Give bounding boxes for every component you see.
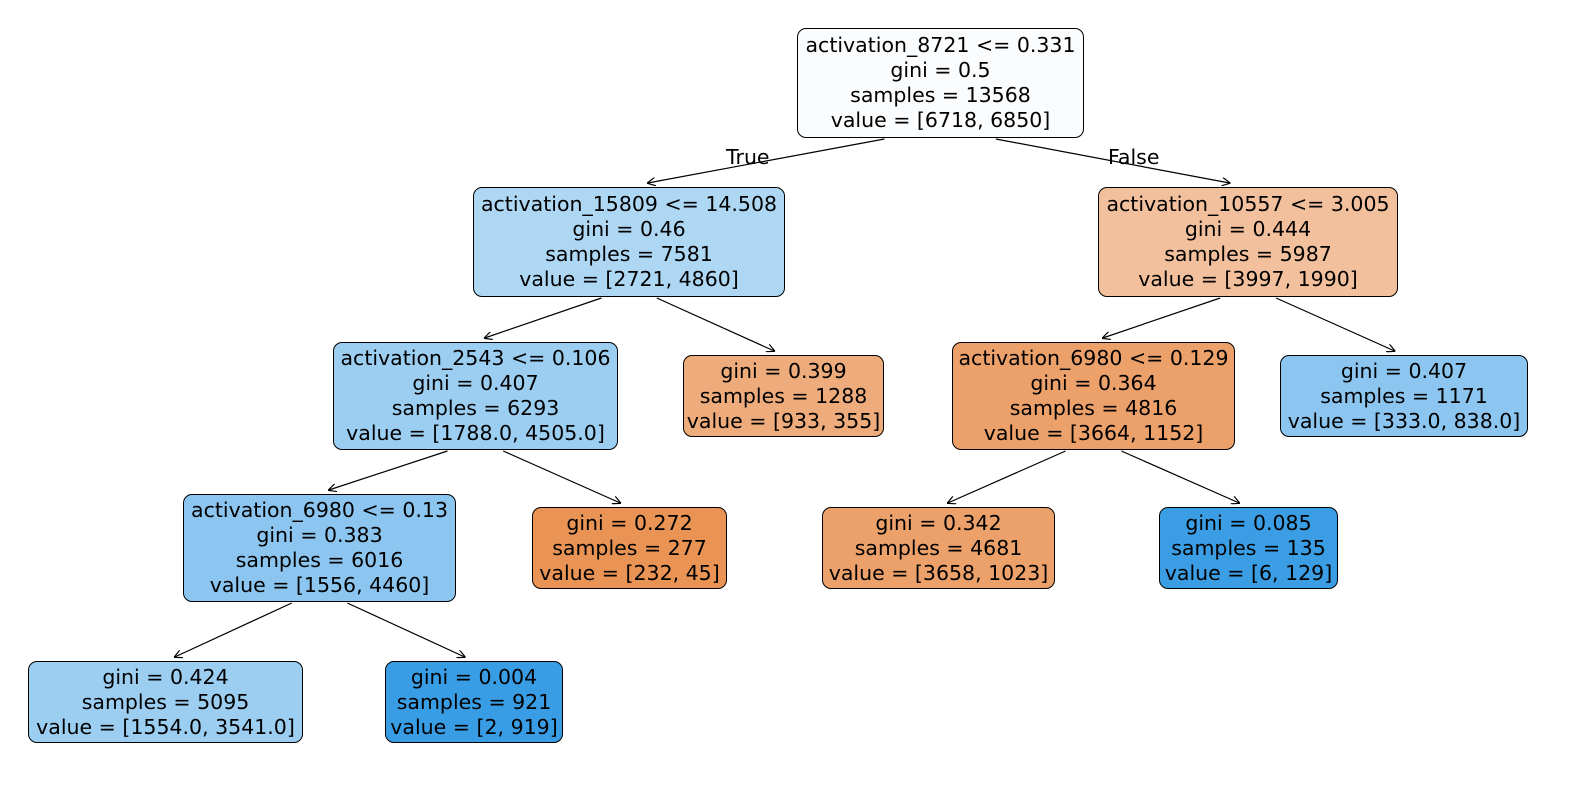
node-samples: samples = 6016	[235, 548, 404, 572]
node-samples: samples = 4816	[1009, 396, 1178, 420]
node-value: value = [1556, 4460]	[209, 573, 430, 597]
node-samples: samples = 5987	[1164, 242, 1332, 266]
tree-edge	[485, 297, 602, 338]
node-value: value = [1788.0, 4505.0]	[346, 421, 605, 445]
node-gini: gini = 0.444	[1184, 217, 1312, 241]
node-samples: samples = 6293	[391, 396, 560, 420]
tree-edge	[1103, 297, 1221, 338]
node-gini: gini = 0.399	[720, 358, 847, 383]
node-gini: gini = 0.46	[572, 217, 686, 241]
node-condition: activation_6980 <= 0.13	[191, 498, 448, 522]
edge-label-false: False	[1108, 145, 1160, 169]
node-gini: gini = 0.407	[412, 371, 539, 395]
tree-edge	[329, 450, 448, 490]
node-value: value = [6, 129]	[1164, 560, 1333, 585]
node-value: value = [2, 919]	[390, 714, 558, 739]
node-gini: gini = 0.407	[1340, 358, 1468, 383]
node-samples: samples = 13568	[850, 83, 1031, 107]
node-condition: activation_10557 <= 3.005	[1106, 192, 1390, 216]
node-samples: samples = 4681	[854, 535, 1023, 560]
node-samples: samples = 135	[1171, 535, 1326, 560]
node-value: value = [3658, 1023]	[828, 560, 1049, 585]
tree-edge	[502, 450, 620, 503]
node-condition: activation_8721 <= 0.331	[805, 33, 1076, 57]
node-samples: samples = 277	[552, 535, 707, 560]
tree-edge	[1121, 450, 1239, 503]
node-samples: samples = 5095	[81, 689, 250, 714]
node-value: value = [232, 45]	[539, 560, 720, 585]
node-value: value = [6718, 6850]	[830, 108, 1051, 132]
node-value: value = [3664, 1152]	[983, 421, 1204, 445]
node-gini: gini = 0.364	[1030, 371, 1157, 395]
tree-edge	[648, 138, 885, 183]
node-condition: activation_15809 <= 14.508	[480, 192, 778, 216]
node-condition: activation_6980 <= 0.129	[958, 346, 1229, 370]
node-gini: gini = 0.5	[890, 58, 991, 82]
node-condition: activation_2543 <= 0.106	[340, 346, 611, 370]
node-samples: samples = 7581	[545, 242, 713, 266]
edge-label-true: True	[726, 145, 770, 169]
tree-edge	[1275, 297, 1395, 351]
node-gini: gini = 0.004	[410, 664, 538, 689]
node-gini: gini = 0.342	[875, 510, 1002, 535]
node-value: value = [2721, 4860]	[519, 267, 739, 291]
node-value: value = [933, 355]	[686, 408, 881, 433]
node-gini: gini = 0.085	[1185, 510, 1312, 535]
node-value: value = [333.0, 838.0]	[1287, 408, 1521, 433]
node-gini: gini = 0.272	[566, 510, 693, 535]
node-value: value = [3997, 1990]	[1138, 267, 1358, 291]
tree-edge	[948, 450, 1066, 503]
tree-edge	[995, 138, 1230, 183]
node-gini: gini = 0.424	[102, 664, 229, 689]
node-value: value = [1554.0, 3541.0]	[36, 714, 295, 739]
tree-edge	[656, 297, 774, 351]
node-gini: gini = 0.383	[256, 523, 383, 547]
tree-edge	[347, 602, 464, 657]
tree-edge	[175, 602, 293, 657]
node-samples: samples = 1171	[1320, 383, 1488, 408]
node-samples: samples = 921	[396, 689, 552, 714]
node-samples: samples = 1288	[699, 383, 868, 408]
